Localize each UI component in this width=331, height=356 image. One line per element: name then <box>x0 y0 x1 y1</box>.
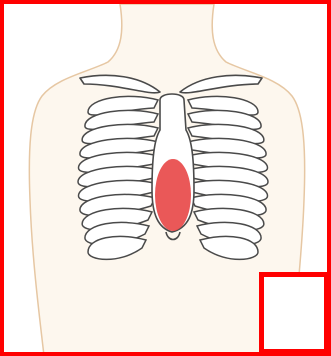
corner-box <box>259 272 329 354</box>
highlighted-region <box>155 159 191 231</box>
